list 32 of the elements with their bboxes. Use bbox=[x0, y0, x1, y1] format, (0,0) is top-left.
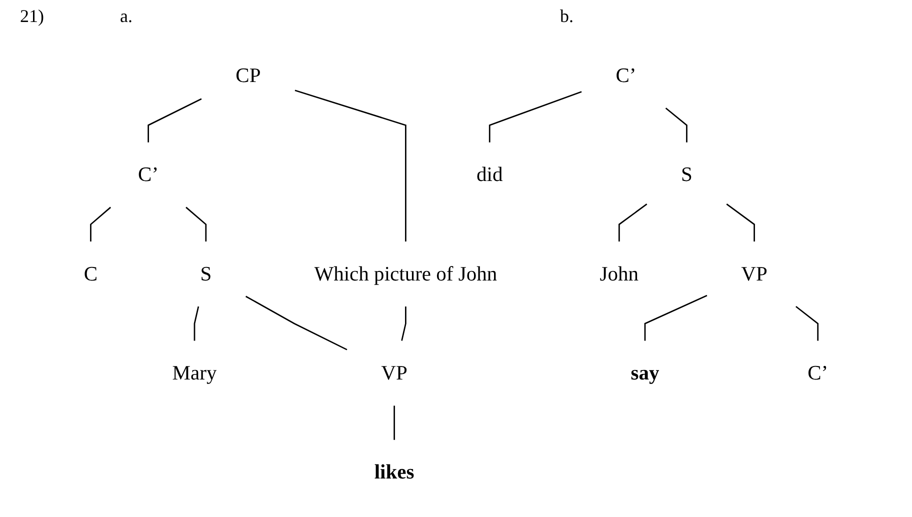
connector bbox=[245, 296, 348, 350]
connector bbox=[394, 406, 395, 440]
node-text: did bbox=[476, 162, 503, 186]
connector bbox=[644, 294, 708, 341]
node-text: John bbox=[600, 262, 639, 285]
panel-label: b. bbox=[560, 6, 574, 27]
connector bbox=[488, 91, 582, 142]
connector bbox=[401, 306, 406, 341]
connector bbox=[618, 204, 648, 242]
connector bbox=[194, 306, 200, 341]
panel-label: a. bbox=[120, 6, 132, 27]
node-text: Mary bbox=[172, 361, 217, 384]
connector bbox=[294, 90, 406, 242]
node-text: S bbox=[681, 162, 692, 186]
node-text: C’ bbox=[808, 361, 828, 384]
example-number: 21) bbox=[20, 6, 44, 27]
connector bbox=[148, 98, 202, 142]
node-text: C bbox=[84, 262, 98, 285]
node-text: say bbox=[630, 361, 660, 384]
connector bbox=[665, 108, 688, 142]
node-text: C’ bbox=[616, 64, 636, 86]
node-text: VP bbox=[741, 262, 768, 285]
node-text: CP bbox=[236, 64, 261, 86]
connector bbox=[90, 206, 112, 242]
node-text: C’ bbox=[138, 162, 159, 186]
node-text: likes bbox=[374, 460, 414, 484]
node-text: VP bbox=[381, 361, 408, 384]
connector bbox=[796, 306, 819, 341]
node-text: Which picture of John bbox=[314, 262, 498, 285]
connector bbox=[186, 206, 207, 242]
node-text: S bbox=[200, 262, 212, 285]
connector bbox=[726, 204, 755, 242]
